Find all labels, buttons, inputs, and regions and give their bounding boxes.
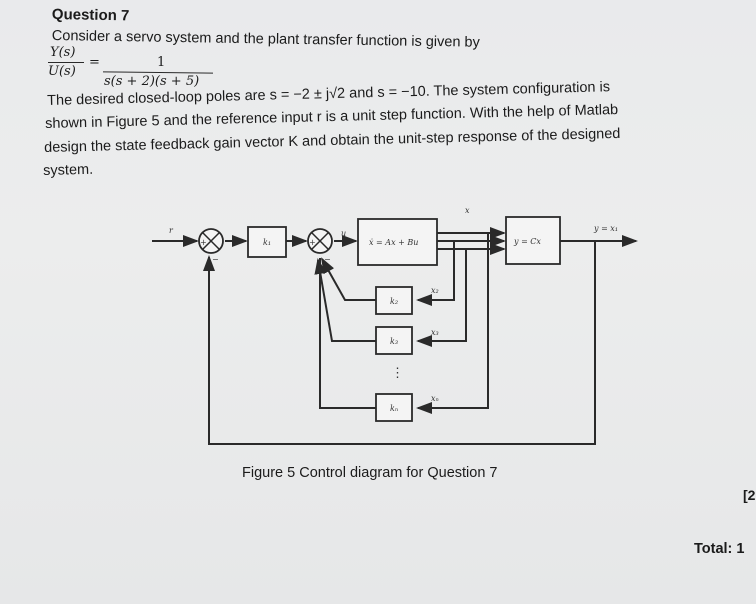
sum1-plus-sign: + — [200, 238, 207, 247]
label-x3: x₃ — [431, 328, 439, 337]
gain-block-k3 — [375, 326, 413, 355]
tf-lhs-numerator: Y(s) — [50, 45, 76, 60]
sum1-minus-sign: − — [212, 255, 219, 264]
vertical-ellipsis: ⋮ — [391, 366, 404, 381]
plant-block — [357, 218, 438, 266]
k1-label: k₁ — [263, 238, 271, 247]
tf-equals: = — [89, 55, 100, 70]
gain-block-kn — [375, 393, 413, 422]
label-xn: xₙ — [431, 394, 439, 403]
label-r: r — [169, 226, 174, 235]
tf-rhs-denominator: s(s + 2)(s + 5) — [104, 74, 200, 89]
figure-caption: Figure 5 Control diagram for Question 7 — [242, 465, 498, 481]
k2-label: k₂ — [390, 297, 398, 306]
gain-block-k1 — [247, 226, 287, 258]
marks-indicator: [2 — [743, 487, 756, 503]
feedback-line-xn — [416, 233, 489, 414]
plant-equation: ẋ = Ax + Bu — [369, 238, 418, 247]
sum2-minus-sign: − — [324, 255, 331, 264]
tf-lhs-denominator: U(s) — [48, 64, 76, 79]
output-block — [505, 216, 561, 265]
outer-feedback-loop — [203, 241, 596, 445]
label-u: u — [341, 229, 346, 238]
label-x2: x₂ — [431, 286, 439, 295]
gain-block-k2 — [375, 286, 413, 315]
output-equation: y = Cx — [513, 237, 541, 246]
tf-rhs-numerator: 1 — [157, 55, 166, 70]
feedback-line-x2 — [416, 241, 455, 306]
label-x: x — [465, 206, 470, 215]
total-label: Total: 1 — [694, 541, 745, 557]
kn-label: kₙ — [390, 404, 398, 413]
feedback-k2-to-sum2 — [321, 257, 376, 301]
sum2-plus-sign: + — [309, 238, 316, 247]
feedback-line-x3 — [416, 249, 467, 347]
k3-label: k₃ — [390, 337, 398, 346]
label-y-output: y = x₁ — [593, 224, 618, 233]
feedback-k3-to-sum2 — [314, 258, 376, 342]
tf-lhs-fraction-bar — [48, 62, 84, 63]
feedback-kn-to-sum2 — [319, 258, 376, 409]
